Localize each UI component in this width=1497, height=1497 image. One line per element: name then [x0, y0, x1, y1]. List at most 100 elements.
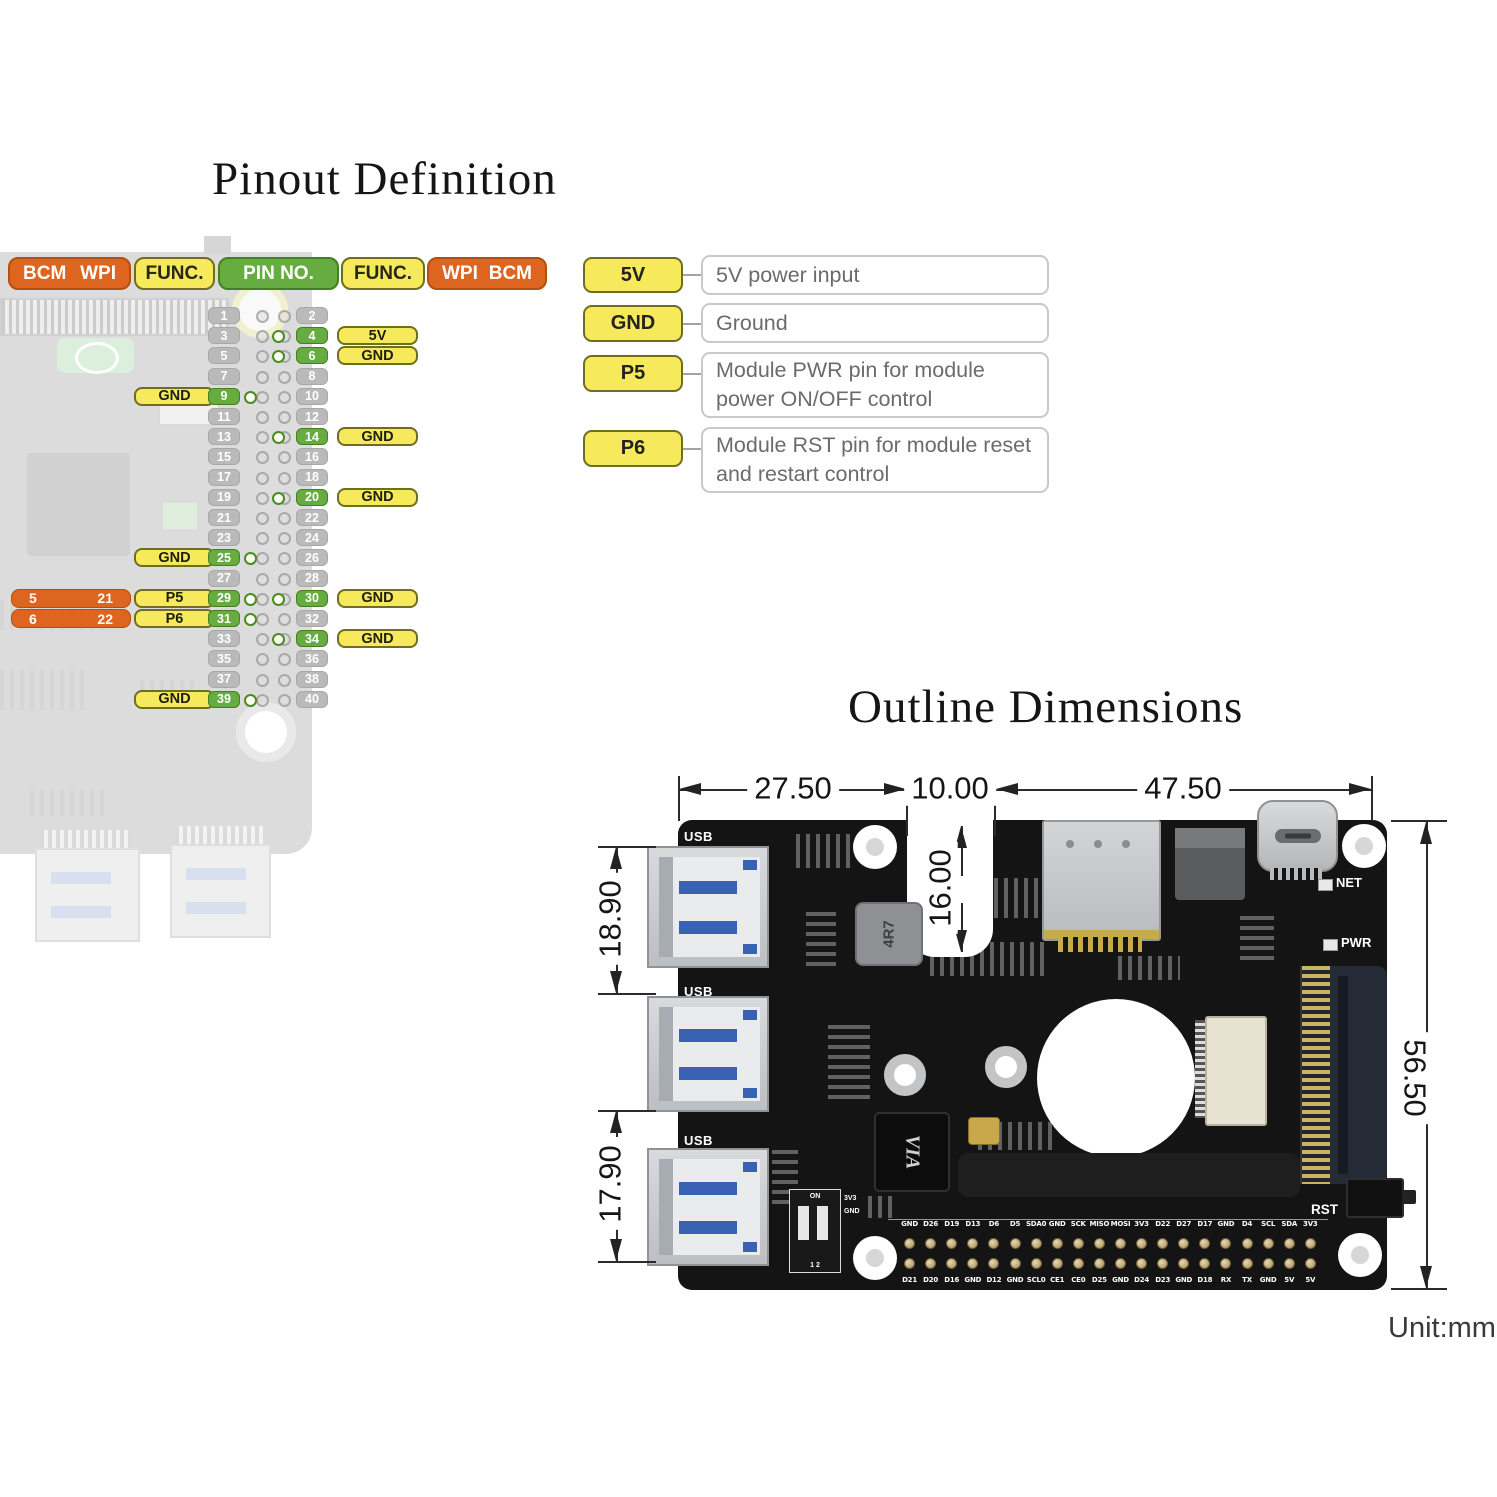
usb-port-label: USB — [684, 1133, 713, 1148]
dim-47-50: 47.50 — [1137, 772, 1229, 806]
pin-number-pill: 27 — [208, 569, 240, 587]
gpio-pin-cell — [1068, 1238, 1089, 1251]
gpio-pin — [967, 1238, 979, 1249]
gpio-pin-label: D23 — [1155, 1276, 1171, 1284]
through-hole-pad — [278, 471, 291, 485]
bcm-number: 5 — [29, 590, 37, 607]
pin-number-pill: 13 — [208, 428, 240, 446]
gpio-pin-label: SDA0 — [1025, 1220, 1047, 1228]
through-hole-pad — [256, 471, 269, 485]
header-wpi-label: WPI — [80, 262, 116, 284]
fpc-pins — [1195, 1020, 1207, 1118]
through-hole-pad — [256, 390, 269, 404]
through-hole-pad — [278, 532, 291, 546]
gpio-pin-label: GND — [901, 1220, 918, 1228]
faded-connector-stub — [204, 236, 231, 254]
through-hole-pad — [256, 411, 269, 424]
pin-number-pill: 10 — [296, 387, 328, 405]
dim-arrow — [1420, 1266, 1432, 1288]
header-wpi-label: WPI — [442, 262, 478, 284]
pin-number-pill: 18 — [296, 468, 328, 486]
gpio-pin-label: 3V3 — [1303, 1220, 1318, 1228]
faded-soc-chip — [27, 453, 130, 556]
power-inductor: 4R7 — [855, 902, 923, 966]
pin-number-pill: 25 — [208, 549, 240, 567]
gpio-pin — [1051, 1238, 1063, 1249]
pin-function-label: GND — [134, 386, 215, 406]
dim-10-00: 10.00 — [904, 772, 996, 806]
sim-slot-pins — [1058, 937, 1142, 952]
chip-logo: VIA — [901, 1134, 924, 1170]
pin-connector-hook — [244, 613, 257, 626]
dim-line-right — [1426, 1122, 1428, 1288]
gpio-pin-cell — [962, 1238, 983, 1251]
pin-row-37-38: 37 38 — [0, 670, 440, 689]
header-shadow-bar — [958, 1153, 1300, 1197]
gpio-pin — [988, 1258, 1000, 1269]
gpio-pin-label: 3V3 — [1134, 1220, 1149, 1228]
dim-arrow — [996, 783, 1018, 795]
gpio-pin-label: D17 — [1197, 1220, 1213, 1228]
pin-connector-hook — [244, 693, 257, 707]
ext-line — [1371, 776, 1373, 821]
pin-connector-hook — [272, 350, 285, 364]
legend-pin-5v: 5V — [583, 257, 683, 293]
through-hole-pad — [256, 693, 269, 707]
pin-number-pill: 37 — [208, 670, 240, 688]
gpio-pin-cell — [1300, 1258, 1321, 1271]
gpio-pin-cell — [1258, 1258, 1279, 1271]
ext-line — [906, 776, 908, 836]
pin-number-pill: 21 — [208, 509, 240, 526]
circular-cutout — [1037, 999, 1195, 1157]
smd-pads — [964, 878, 1042, 918]
dim-arrow — [1420, 822, 1432, 844]
pin-number-pill: 38 — [296, 670, 328, 688]
gpio-pin — [1157, 1258, 1169, 1269]
gpio-pin — [1072, 1258, 1084, 1269]
gpio-pin-label: GND — [1112, 1276, 1129, 1284]
pin-number-pill: 35 — [208, 650, 240, 668]
gpio-pin-cell — [1300, 1238, 1321, 1251]
through-hole-pad — [256, 532, 269, 546]
header-bcm-wpi-left: BCM WPI — [8, 257, 131, 290]
gpio-pin — [1114, 1238, 1126, 1249]
faded-raspberry-logo — [57, 338, 134, 374]
pin-number-pill: 9 — [208, 387, 240, 405]
through-hole-pad — [278, 512, 291, 525]
dim-arrow — [610, 1111, 622, 1133]
pin-row-21-22: 21 22 — [0, 508, 440, 527]
header-func-label: FUNC. — [353, 262, 413, 284]
dim-27-50: 27.50 — [747, 772, 839, 806]
pin-connector-hook — [244, 552, 257, 566]
gpio-pin-label: D16 — [944, 1276, 960, 1284]
pin-number-pill: 20 — [296, 488, 328, 506]
pin-number-pill: 1 — [208, 307, 240, 324]
faded-usb-pins — [40, 830, 132, 848]
gpio-pin-label: MOSI — [1110, 1220, 1131, 1228]
pin-number-pill: 22 — [296, 509, 328, 526]
gpio-pin — [1283, 1258, 1295, 1269]
dim-arrow — [610, 971, 622, 993]
gpio-pin — [1009, 1258, 1021, 1269]
gpio-pin-label: GND — [1048, 1220, 1066, 1228]
legend-connector — [683, 323, 701, 325]
usb-c-port — [1257, 800, 1338, 872]
usb-a-port-3 — [647, 1148, 769, 1266]
dim-17-90: 17.90 — [593, 1138, 628, 1230]
dim-line — [961, 826, 963, 876]
net-label: NET — [1336, 875, 1362, 890]
pin-function-label: GND — [134, 689, 215, 709]
through-hole-pad — [256, 512, 269, 525]
legend-desc-p5: Module PWR pin for module power ON/OFF c… — [701, 352, 1049, 418]
through-hole-pad — [256, 431, 269, 445]
gray-module — [1175, 828, 1245, 900]
inductor-label: 4R7 — [880, 920, 898, 948]
via-controller-chip: VIA — [874, 1112, 950, 1192]
